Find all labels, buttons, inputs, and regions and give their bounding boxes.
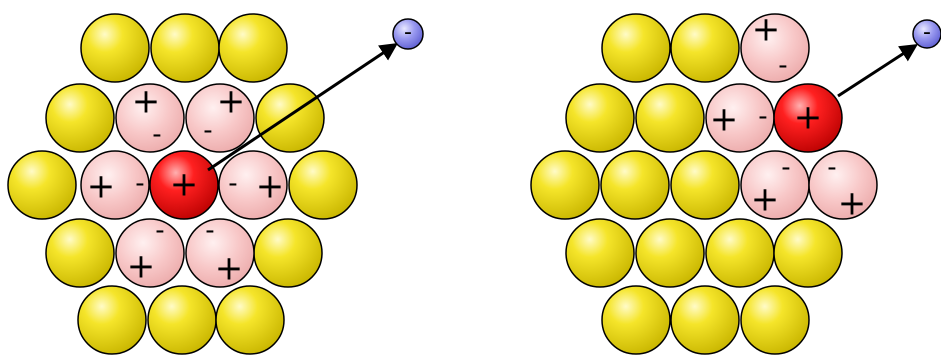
polarized-atom [80,150,150,220]
minus-sign: - [781,153,790,183]
neutral-atom [565,218,635,288]
plus-sign: + [132,82,161,122]
neutral-atom [80,13,150,83]
plus-sign: + [838,184,867,224]
neutral-atom [670,150,740,220]
neutral-atom [218,13,288,83]
polarized-atom [185,83,255,153]
neutral-atom [740,285,810,355]
left-panel: + + - + - + - - + - + - + - [7,13,424,355]
right-central-ion-sign: + [794,98,823,138]
minus-sign: - [135,169,144,199]
minus-sign: - [758,102,767,132]
right-electron [912,19,941,49]
polarized-atom [740,13,810,83]
right-polarized-atoms [705,13,878,220]
right-electron-sign: - [923,20,931,45]
polarized-atom [218,150,288,220]
polarized-atom [808,150,878,220]
left-electron [392,18,424,50]
neutral-atom [77,285,147,355]
neutral-atom [150,13,220,83]
neutral-atom [635,83,705,153]
neutral-atom [773,218,843,288]
neutral-atom [670,13,740,83]
minus-sign: - [152,120,161,150]
minus-sign: - [203,116,212,146]
neutral-atom [253,218,323,288]
neutral-atom [565,83,635,153]
minus-sign: - [205,216,214,246]
neutral-atom [705,218,775,288]
plus-sign: + [752,10,781,50]
neutral-atom [670,285,740,355]
plus-sign: + [751,180,780,220]
neutral-atom [601,285,671,355]
neutral-atom [530,150,600,220]
plus-sign: + [256,167,285,207]
left-electron-trajectory-arrow [207,42,398,172]
neutral-atom [45,83,115,153]
neutral-atom [635,218,705,288]
right-electron-trajectory-arrow [837,44,919,98]
left-neutral-atoms [7,13,358,355]
neutral-atom [45,218,115,288]
minus-sign: - [155,216,164,246]
left-electron-sign: - [404,20,412,45]
neutral-atom [7,150,77,220]
polarized-atom [115,218,185,288]
left-central-ion-sign: + [170,165,199,205]
polarized-atom [115,83,185,153]
left-central-ion [149,150,219,220]
left-polarization-signs: + - + - + - - + - + - + [87,82,285,289]
neutral-atom [255,83,325,153]
plus-sign: + [87,167,116,207]
plus-sign: + [710,100,739,140]
minus-sign: - [228,169,237,199]
left-polarized-atoms [80,83,288,288]
neutral-atom [288,150,358,220]
plus-sign: + [217,82,246,122]
neutral-atom [600,150,670,220]
neutral-atom [601,13,671,83]
plus-sign: + [127,247,156,287]
polarized-atom [185,218,255,288]
neutral-atom [147,285,217,355]
minus-sign: - [827,153,836,183]
right-central-ion [773,83,843,153]
right-polarization-signs: + - + - - + - + [710,10,867,224]
minus-sign: - [778,51,787,81]
right-neutral-atoms [530,13,843,355]
plus-sign: + [215,249,244,289]
right-panel: + + - + - - + - + - [530,10,941,355]
neutral-atom [215,285,285,355]
